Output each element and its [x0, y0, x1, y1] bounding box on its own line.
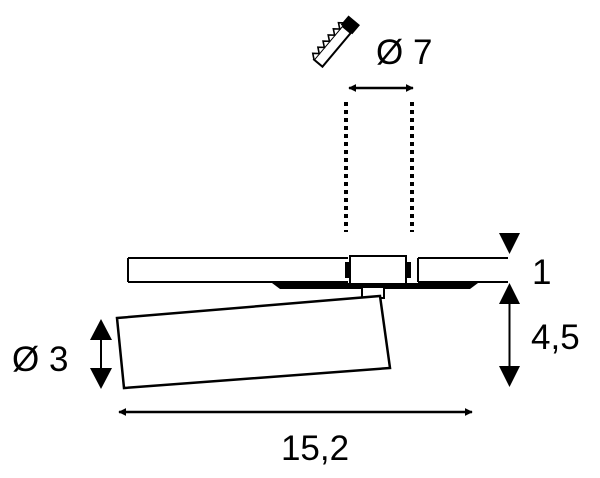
head-diameter-arrow-bottom: [90, 368, 112, 389]
thickness-arrow-top: [499, 233, 520, 254]
thickness-arrow-bottom: [499, 283, 520, 304]
ceiling-panel: [127, 257, 508, 283]
canopy-clip-left: [345, 262, 350, 278]
ceiling-thickness-label: 1: [532, 253, 551, 292]
spotlight-head: [115, 294, 392, 390]
total-length-label: 15,2: [281, 429, 349, 468]
canopy-clip-right: [406, 262, 411, 278]
mounting-canopy: [349, 255, 407, 285]
mount-height-label: 4,5: [531, 318, 580, 357]
head-diameter-arrow-top: [90, 319, 112, 340]
saw-icon: [311, 15, 360, 69]
head-diameter-label: Ø 3: [12, 340, 68, 379]
mount-height-arrow-bottom: [499, 366, 520, 387]
cutout-diameter-label: Ø 7: [376, 33, 432, 72]
